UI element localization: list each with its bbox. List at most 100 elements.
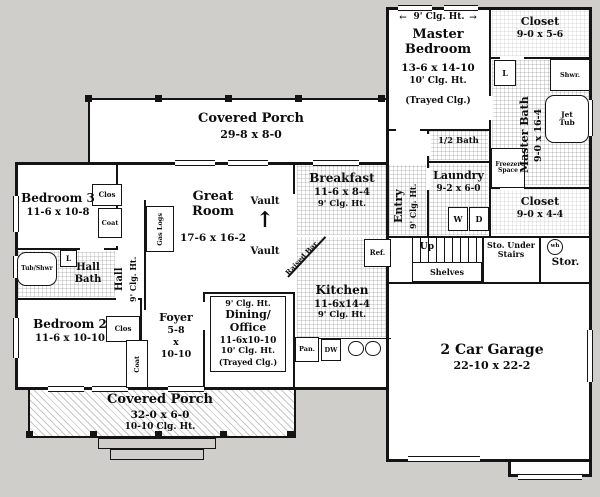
garage-name: 2 Car Garage [440, 342, 544, 358]
porch-bottom-clg: 10-10 Clg. Ht. [124, 422, 196, 432]
counter-line-kitchen [295, 338, 391, 339]
dining-clg-top: 9' Clg. Ht. [225, 298, 271, 308]
master-bedroom-arrow-left: ← [399, 13, 407, 23]
refrigerator-label: Ref. [369, 248, 386, 258]
garage-dims: 22-10 x 22-2 [453, 359, 531, 372]
fireplace: Gas Logs [146, 206, 174, 252]
wall-kitchen-left [293, 292, 295, 390]
porch-post [220, 431, 227, 438]
shower-label: Shwr. [559, 70, 581, 79]
room-covered-porch-top [88, 98, 388, 165]
dryer: D [469, 207, 489, 231]
wall-suite-stairs [386, 236, 592, 238]
entry-clg: 9' Clg. Ht. [408, 183, 418, 229]
door-dining [202, 302, 207, 330]
linen-master-bath-label: L [502, 67, 508, 78]
master-bedroom-name: Master Bedroom [404, 27, 472, 57]
front-door [168, 386, 204, 392]
refrigerator: Ref. [364, 239, 391, 267]
great-room-name: Great Room [192, 189, 234, 219]
laundry-name: Laundry [433, 169, 484, 182]
door-closet-top [500, 56, 524, 60]
dryer-label: D [475, 213, 483, 224]
closet-bedroom2: Clos [106, 316, 140, 342]
porch-step [110, 449, 204, 460]
freezer-space: Freezer Space [491, 148, 525, 188]
garage-door-2 [518, 474, 582, 480]
porch-top-dims: 29-8 x 8-0 [220, 128, 282, 141]
wall-master-bedroom-bottom [386, 129, 491, 131]
window-bedroom2-front-1 [48, 386, 84, 392]
porch-post [378, 95, 385, 102]
vault-label-2: Vault [250, 246, 280, 257]
window-garage [587, 330, 593, 382]
room-covered-porch-bottom [28, 388, 296, 438]
laundry-dims: 9-2 x 6-0 [436, 184, 481, 194]
window-breakfast [313, 160, 359, 166]
bedroom3-name: Bedroom 3 [21, 191, 95, 205]
window-great-room-2 [228, 160, 268, 166]
master-bath-dims: 9-0 x 16-4 [533, 108, 544, 162]
dining-label-frame [210, 296, 286, 372]
tile-breakfast [297, 165, 387, 235]
porch-post [287, 431, 294, 438]
tub-shower: Tub/Shwr [17, 252, 57, 286]
dining-dims: 11-6x10-10 [219, 336, 277, 346]
porch-bottom-name: Covered Porch [107, 392, 213, 407]
wall-dining-top [203, 292, 295, 294]
coat-foyer-label: Coat [132, 355, 141, 373]
dining-clg: 10' Clg. Ht. [220, 346, 276, 356]
window-bedroom2-front-2 [92, 386, 128, 392]
porch-post [155, 95, 162, 102]
storage-name: Stor. [551, 256, 580, 268]
jet-tub: Jet Tub [545, 95, 589, 143]
dishwasher: DW [321, 339, 341, 361]
tub-shower-label: Tub/Shwr [21, 264, 53, 272]
gas-logs-label: Gas Logs [155, 212, 164, 246]
wall-bedroom3-right [116, 162, 118, 250]
closet-bedroom2-label: Clos [114, 324, 132, 334]
window-bedroom2 [13, 318, 19, 358]
wall-halfbath-laundry [428, 161, 491, 163]
hall-name: Hall [114, 267, 125, 291]
shelves-label: Shelves [430, 266, 464, 277]
porch-step [98, 438, 216, 449]
porch-post [295, 95, 302, 102]
window-bedroom3 [13, 196, 19, 232]
garage-door-1 [408, 456, 480, 462]
hall-clg: 9' Clg. Ht. [128, 256, 138, 302]
tile-closet-top [492, 10, 590, 56]
porch-post [90, 431, 97, 438]
wall-breakfast-stub [293, 162, 295, 194]
stairs-up: Up [419, 242, 435, 252]
pantry: Pan. [295, 337, 319, 362]
closet-bedroom3: Clos [92, 184, 122, 206]
door-closet-right [500, 186, 524, 190]
stair-treads [412, 238, 482, 262]
shelves: Shelves [412, 262, 482, 282]
linen-hall-bath: L [60, 250, 77, 267]
window-great-room-1 [175, 160, 215, 166]
washer: W [448, 207, 468, 231]
breakfast-name: Breakfast [309, 171, 375, 185]
water-heater: wh [547, 239, 563, 255]
closet-bedroom3-label: Clos [98, 190, 116, 200]
master-bedroom-dims: 13-6 x 14-10 [401, 62, 475, 74]
door-hall-bath [80, 247, 104, 252]
master-bedroom-arrow-right: → [469, 13, 477, 23]
master-bedroom-clg: 10' Clg. Ht. [409, 76, 467, 86]
closet-right-dims: 9-0 x 4-4 [516, 209, 564, 220]
tile-entry [389, 165, 426, 235]
porch-post [85, 95, 92, 102]
wall-hallbath-bottom [15, 298, 142, 300]
bedroom2-dims: 11-6 x 10-10 [35, 333, 105, 344]
half-bath-name: 1/2 Bath [438, 136, 479, 146]
great-room-dims: 17-6 x 16-2 [179, 232, 247, 244]
porch-bottom-dims: 32-0 x 6-0 [130, 409, 190, 421]
wall-bedroom3-bottom [15, 248, 118, 250]
jet-tub-label: Jet Tub [559, 110, 575, 127]
porch-post [155, 431, 162, 438]
master-bedroom-clg-top: 9' Clg. Ht. [413, 12, 465, 22]
door-laundry [426, 168, 431, 190]
kitchen-name: Kitchen [315, 283, 369, 297]
